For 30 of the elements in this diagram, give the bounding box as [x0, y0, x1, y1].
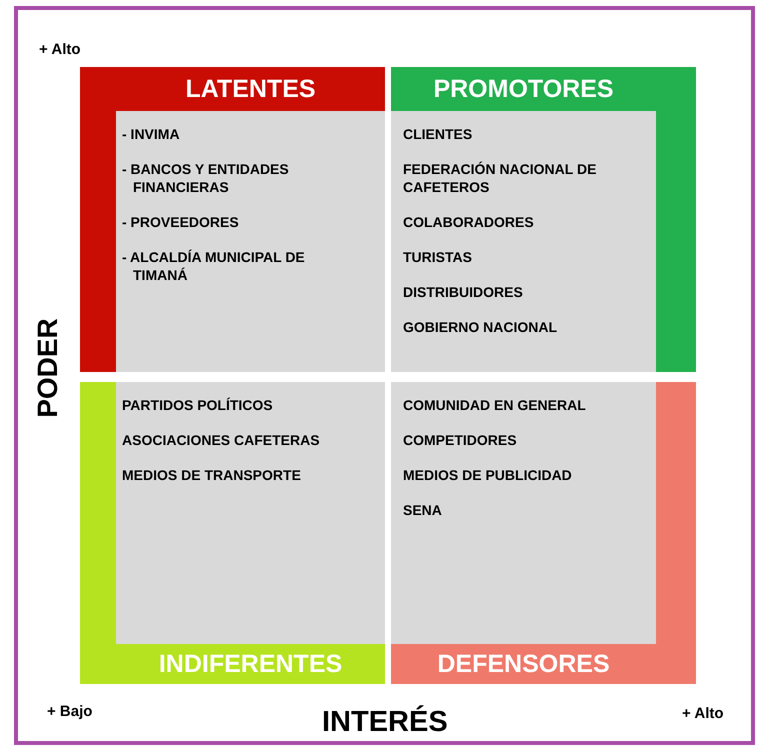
quadrant-title: DEFENSORES — [437, 652, 611, 676]
quadrant-panel — [391, 382, 696, 684]
quadrant-panel — [80, 67, 385, 372]
axis-label: INTERÉS — [322, 704, 448, 740]
stakeholder-item: - BANCOS Y ENTIDADES FINANCIERAS — [122, 160, 290, 196]
quadrant-panel — [80, 382, 385, 684]
quadrant-panel — [391, 67, 696, 372]
stakeholder-item: GOBIERNO NACIONAL — [403, 318, 558, 336]
stakeholder-item: SENA — [403, 501, 443, 519]
stakeholder-item: - PROVEEDORES — [122, 213, 240, 231]
stakeholder-item: COLABORADORES — [403, 213, 535, 231]
stakeholder-item: CLIENTES — [403, 125, 474, 143]
quadrant-title: INDIFERENTES — [158, 652, 342, 676]
stakeholder-item: TURISTAS — [403, 248, 473, 266]
axis-label: PODER — [31, 318, 64, 418]
stakeholder-item: COMPETIDORES — [403, 431, 518, 449]
stakeholder-item: MEDIOS DE PUBLICIDAD — [403, 466, 573, 484]
quadrant-title: LATENTES — [185, 76, 316, 102]
stakeholder-item: ASOCIACIONES CAFETERAS — [122, 431, 321, 449]
stakeholder-item: MEDIOS DE TRANSPORTE — [122, 466, 302, 484]
scale-label: + Bajo — [47, 702, 92, 722]
quadrant-title: PROMOTORES — [433, 76, 614, 102]
scale-label: + Alto — [39, 40, 81, 60]
stakeholder-item: FEDERACIÓN NACIONAL DE CAFETEROS — [403, 160, 598, 196]
stakeholder-item: DISTRIBUIDORES — [403, 283, 524, 301]
stakeholder-item: - INVIMA — [122, 125, 181, 143]
stakeholder-item: COMUNIDAD EN GENERAL — [403, 396, 587, 414]
stakeholder-item: PARTIDOS POLÍTICOS — [122, 396, 274, 414]
scale-label: + Alto — [682, 704, 724, 724]
stakeholder-item: - ALCALDÍA MUNICIPAL DE TIMANÁ — [122, 248, 306, 284]
